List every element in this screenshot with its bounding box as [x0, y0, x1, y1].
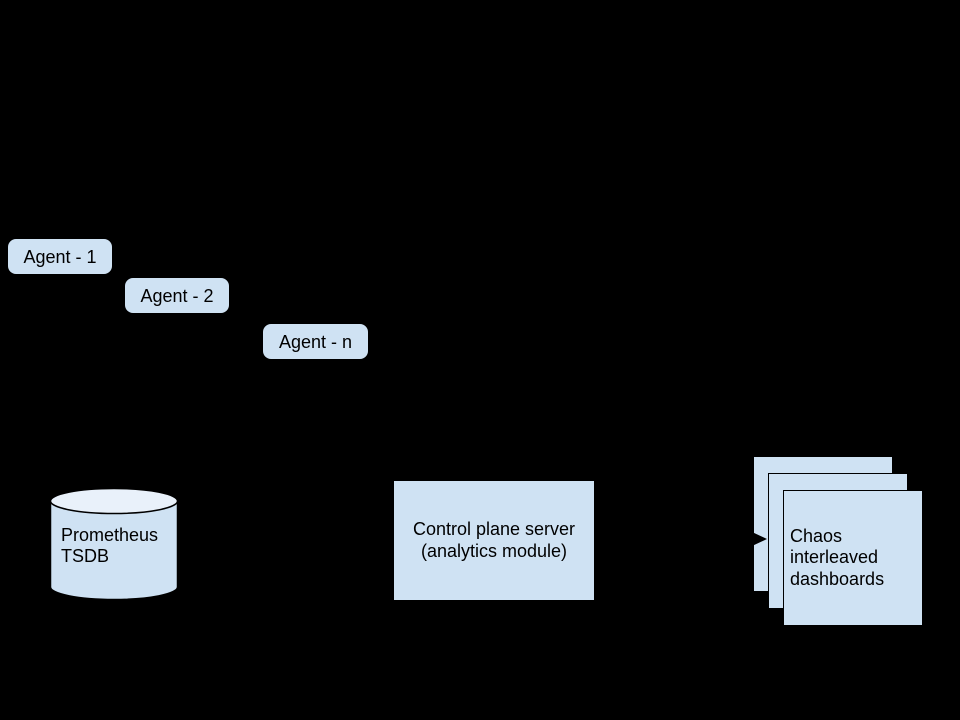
agent-1-label: Agent - 1 — [23, 246, 97, 267]
agent-2-node: Agent - 2 — [125, 278, 229, 313]
control-plane-node: Control plane server (analytics module) — [394, 481, 594, 600]
arrow-head-icon — [752, 532, 767, 546]
arrow-line — [594, 538, 752, 540]
cylinder-body — [49, 501, 179, 601]
agent-2-label: Agent - 2 — [140, 285, 214, 306]
database-label: Prometheus TSDB — [61, 525, 159, 566]
agent-n-label: Agent - n — [278, 331, 353, 352]
dashboards-label: Chaos interleaved dashboards — [790, 525, 885, 589]
cylinder-top — [49, 487, 179, 515]
control-plane-label: Control plane server (analytics module) — [412, 519, 576, 561]
agent-n-node: Agent - n — [263, 324, 368, 359]
database-cylinder-icon — [49, 487, 179, 601]
agent-1-node: Agent - 1 — [8, 239, 112, 274]
dashboard-stack-front: Chaos interleaved dashboards — [783, 490, 923, 626]
